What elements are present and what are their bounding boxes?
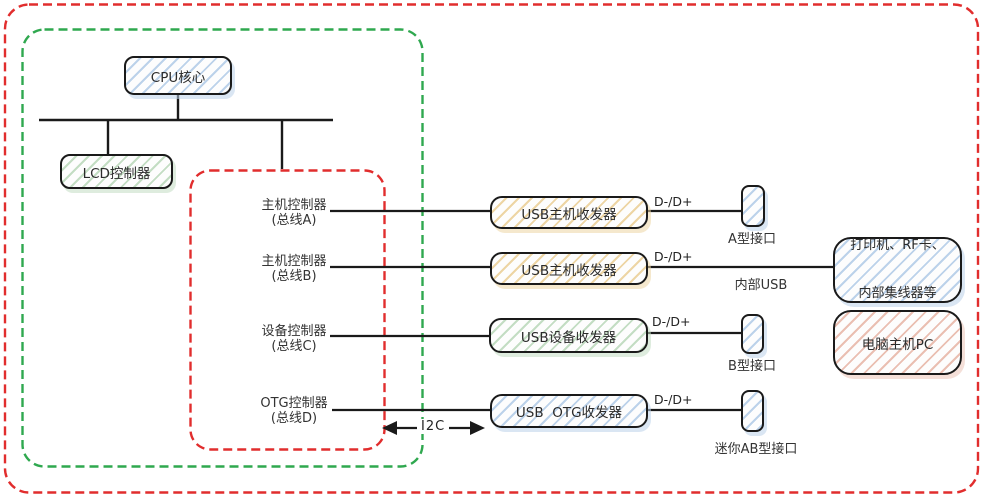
cpu-core-label: CPU核心 — [150, 69, 206, 86]
lcd-controller-label: LCD控制器 — [82, 165, 151, 182]
signal-label-c: D-/D+ — [652, 314, 691, 329]
peripherals-label-line1: 打印机、RF卡、 — [850, 238, 945, 253]
usb-device-transceiver-label: USB设备收发器 — [520, 329, 617, 346]
usb-host-transceiver-a-node: USB主机收发器 — [490, 196, 648, 229]
cpu-core-node: CPU核心 — [124, 56, 232, 95]
port-a-label: A型接口 — [728, 232, 776, 247]
peripherals-node: 打印机、RF卡、 内部集线器等 — [833, 237, 962, 303]
soc-boundary-outline — [21, 28, 424, 468]
host-controller-b-name: 主机控制器 — [261, 254, 327, 269]
otg-controller-d-bus: (总线D) — [270, 411, 318, 426]
signal-label-b: D-/D+ — [654, 249, 693, 264]
mini-ab-connector — [741, 390, 764, 432]
signal-label-a: D-/D+ — [654, 194, 693, 209]
lcd-controller-node: LCD控制器 — [60, 154, 173, 189]
host-controller-a-label: 主机控制器 (总线A) — [246, 198, 342, 228]
pc-host-label: 电脑主机PC — [861, 336, 934, 353]
port-a-connector — [741, 185, 765, 227]
i2c-arrowhead-right-icon — [470, 421, 485, 435]
signal-label-d: D-/D+ — [654, 392, 693, 407]
system-boundary-outline — [3, 3, 980, 494]
port-b-label: B型接口 — [728, 359, 776, 374]
internal-usb-label: 内部USB — [734, 278, 788, 293]
usb-host-transceiver-b-label: USB主机收发器 — [521, 262, 617, 279]
host-controller-a-name: 主机控制器 — [261, 198, 327, 213]
peripherals-label-line2: 内部集线器等 — [858, 286, 937, 301]
i2c-arrowhead-left-icon — [382, 421, 397, 435]
port-b-connector — [741, 314, 764, 354]
pc-host-node: 电脑主机PC — [833, 310, 962, 375]
host-controller-a-bus: (总线A) — [271, 213, 317, 228]
host-controller-b-bus: (总线B) — [271, 269, 317, 284]
usb-device-transceiver-node: USB设备收发器 — [489, 318, 648, 353]
host-controller-b-label: 主机控制器 (总线B) — [246, 254, 342, 284]
usb-otg-transceiver-label: USB OTG收发器 — [515, 405, 623, 421]
otg-controller-d-name: OTG控制器 — [260, 396, 328, 411]
device-controller-c-bus: (总线C) — [271, 339, 317, 354]
i2c-bus-label: I2C — [417, 419, 450, 434]
usb-controllers-group-outline — [189, 169, 386, 451]
usb-host-transceiver-a-label: USB主机收发器 — [521, 206, 617, 223]
mini-ab-port-label: 迷你AB型接口 — [714, 442, 798, 457]
otg-controller-d-label: OTG控制器 (总线D) — [246, 396, 342, 426]
device-controller-c-name: 设备控制器 — [261, 324, 327, 339]
device-controller-c-label: 设备控制器 (总线C) — [246, 324, 342, 354]
usb-host-transceiver-b-node: USB主机收发器 — [490, 252, 648, 285]
usb-otg-transceiver-node: USB OTG收发器 — [490, 394, 648, 428]
